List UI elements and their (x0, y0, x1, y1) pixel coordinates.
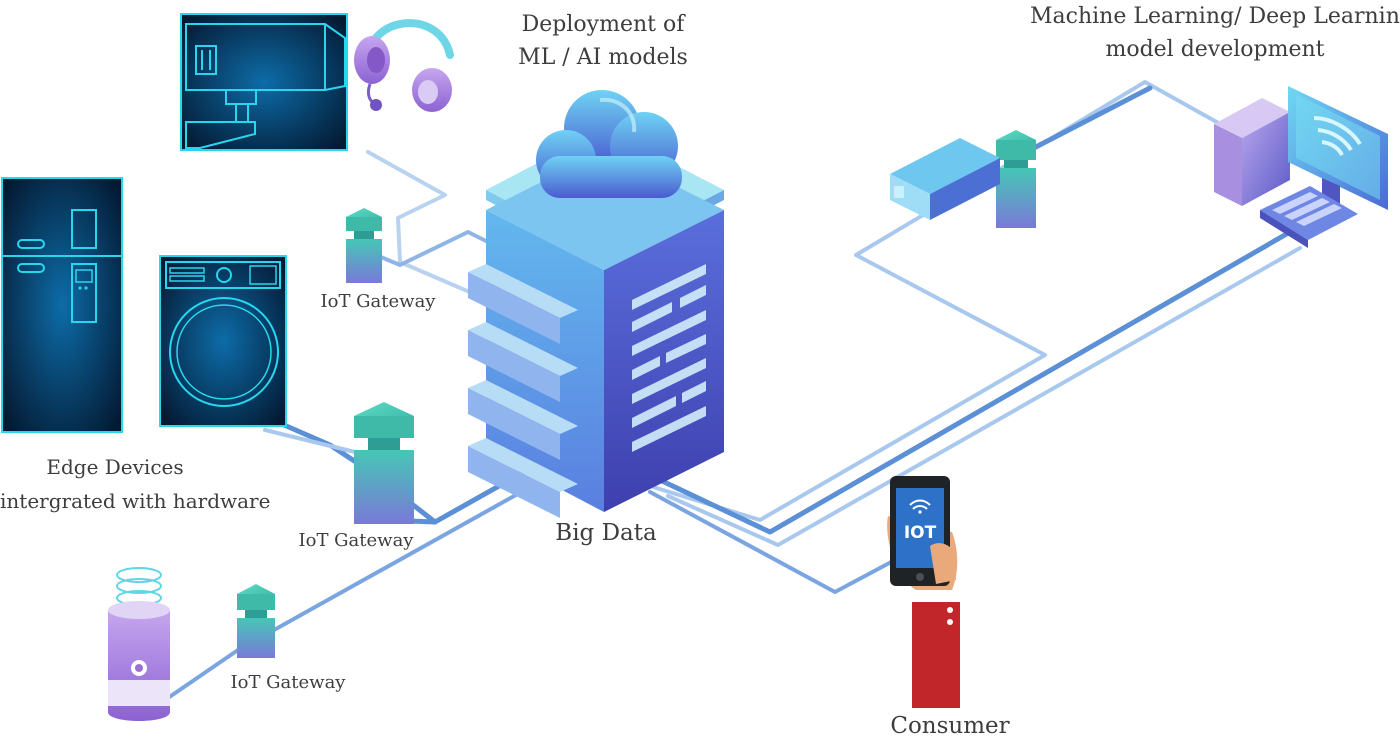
deployment-label: Deployment of ML / AI models (508, 8, 698, 74)
connector-lines (163, 80, 1302, 702)
iot-gateway-top-label: IoT Gateway (320, 291, 436, 312)
iot-gateway-top (346, 208, 382, 283)
iot-gateway-middle-label: IoT Gateway (298, 530, 414, 551)
washing-machine-device (159, 255, 287, 427)
connector-camera-to-server (366, 150, 490, 302)
iot-gateway-right (996, 130, 1036, 228)
smart-speaker-device (108, 567, 170, 721)
security-camera-device (180, 13, 348, 151)
ml-development-label-line1: Machine Learning/ Deep Learning (1030, 4, 1400, 29)
big-data-server (468, 90, 724, 518)
ml-development-label: Machine Learning/ Deep Learning model de… (1030, 0, 1400, 66)
desktop-computer (1214, 86, 1388, 248)
keyboard-keys (1272, 192, 1342, 226)
connector-box-to-gateway (1027, 85, 1153, 153)
edge-devices-label-line1: Edge Devices (46, 455, 184, 479)
cloud-icon (536, 90, 682, 198)
connector-server-to-ml-dark (657, 229, 1293, 535)
server-drawers (468, 264, 578, 518)
refrigerator-device (1, 177, 123, 433)
big-data-label: Big Data (555, 520, 657, 546)
edge-devices-label: Edge Devices intergrated with hardware (0, 450, 271, 518)
connector-gateway-top-to-server (362, 230, 494, 267)
consumer-label: Consumer (890, 713, 1010, 739)
connector-server-to-pc-light (666, 246, 1302, 547)
deployment-label-line2: ML / AI models (518, 45, 688, 70)
deployment-label-line1: Deployment of (521, 12, 685, 37)
edge-devices-label-line2: intergrated with hardware (0, 489, 271, 513)
iot-gateway-bottom (237, 584, 275, 658)
connector-server-to-consumer (648, 490, 897, 594)
storage-box-device (890, 138, 1000, 220)
connector-washer-to-server (263, 428, 357, 454)
consumer-phone-device: IOT (887, 476, 962, 708)
iot-gateway-middle (354, 402, 414, 524)
connector-speaker-to-server (163, 484, 534, 702)
iot-gateway-bottom-label: IoT Gateway (230, 672, 346, 693)
phone-screen-label: IOT (904, 523, 937, 543)
server-side-panel (632, 264, 706, 452)
headset-device (354, 19, 454, 112)
ml-development-label-line2: model development (1105, 37, 1325, 62)
connector-server-to-ml (648, 80, 1224, 522)
